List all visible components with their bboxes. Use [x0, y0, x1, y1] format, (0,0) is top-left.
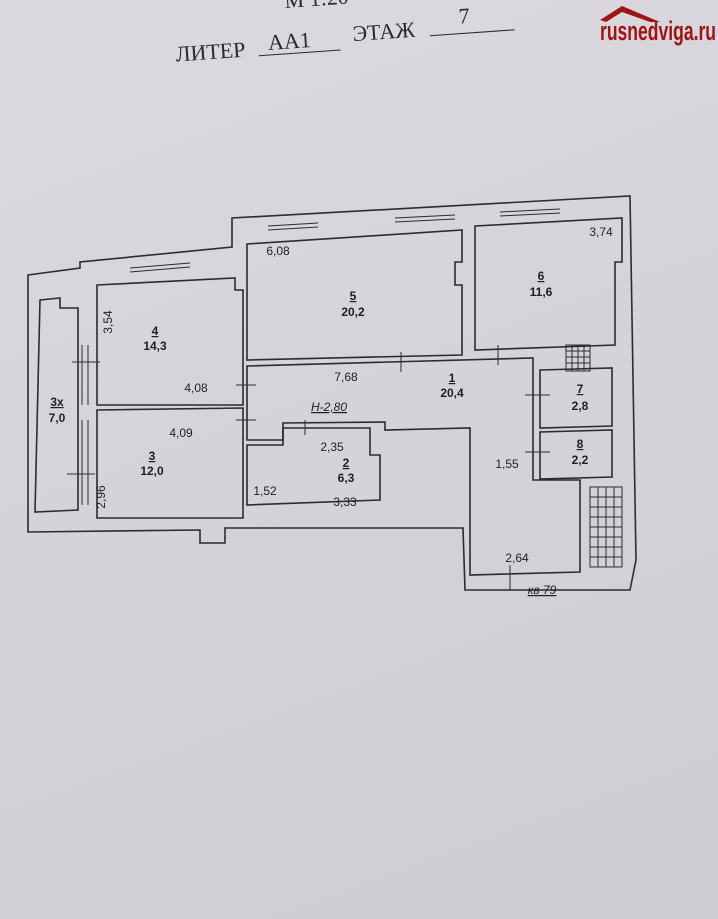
- room-label-8: 82,2: [572, 437, 589, 467]
- dim-r3-w: 4,09: [169, 426, 193, 440]
- dim-r6-w: 3,74: [589, 225, 613, 239]
- floor-value: 7: [458, 3, 471, 29]
- watermark-logo: rusnedviga.ru: [600, 6, 716, 46]
- room-7: [539, 367, 613, 429]
- room-3: [96, 407, 244, 519]
- svg-text:14,3: 14,3: [143, 339, 167, 353]
- svg-text:2,2: 2,2: [572, 453, 589, 467]
- dim-r5-w: 6,08: [266, 244, 290, 258]
- room-2: [246, 427, 381, 506]
- room-5: [246, 229, 463, 361]
- scale-text: М 1:20: [284, 0, 350, 13]
- windows: [81, 208, 561, 505]
- svg-text:6: 6: [538, 269, 545, 283]
- balcony-3x: [34, 297, 79, 513]
- svg-text:2: 2: [343, 456, 350, 470]
- room-label-5: 520,2: [341, 289, 365, 319]
- room-label-1: 120,4: [440, 371, 464, 400]
- svg-text:11,6: 11,6: [530, 285, 553, 299]
- room-4: [96, 277, 244, 406]
- svg-text:1: 1: [449, 371, 456, 385]
- dim-r2-top: 2,35: [320, 440, 344, 454]
- svg-text:4: 4: [152, 324, 159, 338]
- room-label-4: 414,3: [143, 324, 167, 353]
- svg-text:20,2: 20,2: [341, 305, 365, 319]
- room-6: [474, 217, 623, 351]
- dim-r1-h: 1,55: [495, 457, 519, 471]
- dim-r2-w: 3,33: [333, 495, 357, 509]
- floor-label: ЭТАЖ: [352, 17, 416, 46]
- room-label-balcony: 3х7,0: [49, 395, 66, 425]
- svg-text:20,4: 20,4: [440, 386, 464, 400]
- room-label-7: 72,8: [572, 382, 589, 413]
- room-label-6: 611,6: [530, 269, 553, 299]
- svg-text:6,3: 6,3: [338, 471, 355, 485]
- door-marks: [67, 345, 550, 590]
- svg-text:3: 3: [149, 449, 156, 463]
- svg-text:7: 7: [577, 382, 584, 396]
- room-label-2: 26,3: [338, 456, 355, 485]
- room-label-3: 312,0: [140, 449, 164, 478]
- ceiling-height: Н-2,80: [311, 400, 347, 414]
- dim-r4-w: 4,08: [184, 381, 208, 395]
- svg-text:3х: 3х: [50, 395, 64, 409]
- liter-label: ЛИТЕР: [175, 37, 246, 67]
- dim-r3-h: 2,96: [94, 485, 108, 509]
- svg-text:12,0: 12,0: [140, 464, 164, 478]
- vent-shaft-grid: [565, 344, 623, 568]
- svg-text:5: 5: [350, 289, 357, 303]
- liter-value: АА1: [267, 27, 311, 55]
- room-1-corridor: [246, 357, 581, 576]
- svg-text:8: 8: [577, 437, 584, 451]
- room-8: [539, 429, 613, 480]
- outer-wall: [27, 195, 637, 591]
- dim-r2-h: 1,52: [253, 484, 277, 498]
- dim-r1-bottom: 2,64: [505, 551, 529, 565]
- svg-text:7,0: 7,0: [49, 411, 66, 425]
- watermark-text: rusnedviga.ru: [600, 16, 716, 46]
- apartment-number: кв 79: [528, 583, 557, 597]
- dim-r1-w: 7,68: [334, 370, 358, 384]
- dim-r4-h: 3,54: [101, 310, 115, 334]
- svg-text:2,8: 2,8: [572, 399, 589, 413]
